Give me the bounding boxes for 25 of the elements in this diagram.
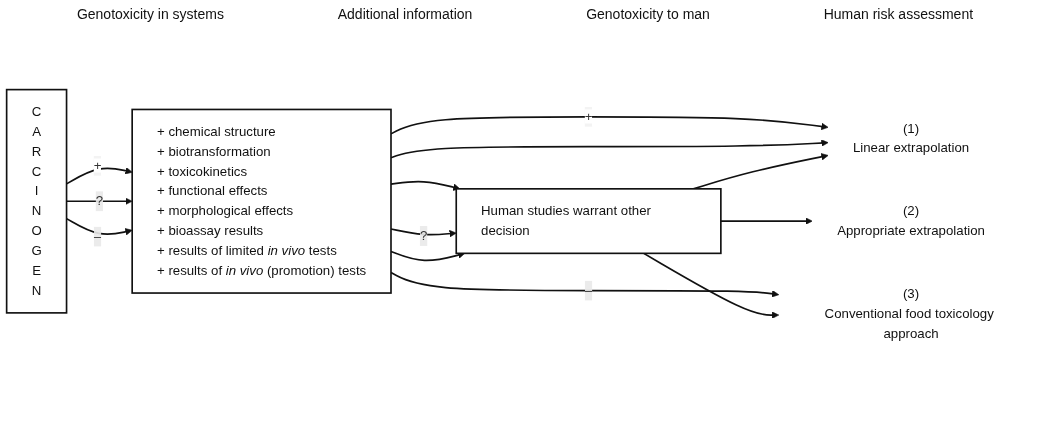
node-text: (2) Appropriate extrapolation (837, 203, 985, 238)
node-box: + chemical structure + biotransformation + toxicokinetics + functional effects + morphological effects + bioassay results + results of limited in vivo tests + results of in vivo (promotion) tests (131, 108, 392, 295)
column-heading: Genotoxicity to man (586, 6, 710, 22)
arrow (692, 153, 829, 190)
edge-label: ? (419, 228, 428, 243)
edge-label: – (93, 229, 102, 244)
edge-label: – (584, 283, 593, 298)
edge-label: ? (95, 194, 104, 209)
node-box: Human studies warrant other decision (455, 188, 722, 255)
arrow (390, 228, 457, 238)
column-heading: Genotoxicity in systems (76, 6, 224, 22)
arrow (642, 252, 780, 319)
arrow (390, 272, 780, 298)
node-text: (1) Linear extrapolation (852, 121, 970, 156)
column-heading: Additional information (337, 6, 473, 22)
arrow (390, 250, 466, 262)
edge-label: + (93, 158, 102, 173)
arrow (720, 217, 813, 225)
node-box: CARCINOGEN (5, 89, 68, 314)
arrow (390, 116, 829, 135)
column-heading: Human risk assessment (823, 6, 974, 22)
edge-label: + (584, 109, 593, 124)
arrow (390, 139, 829, 159)
arrow (390, 181, 461, 192)
node-text: (3) Conventional food toxicology approach (824, 286, 994, 341)
